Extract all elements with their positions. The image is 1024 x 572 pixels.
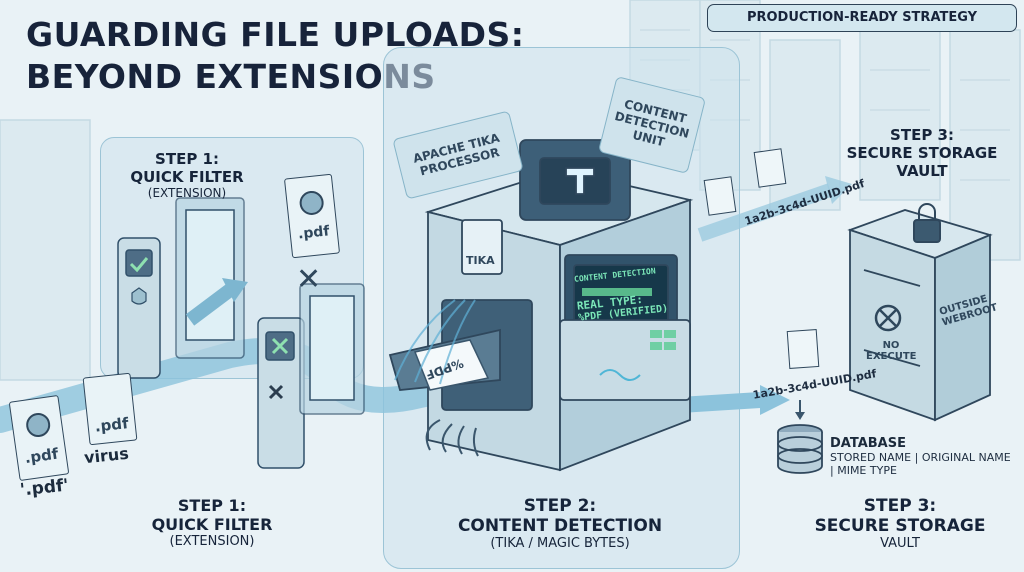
shield-icon	[131, 287, 147, 305]
lock-icon	[913, 203, 941, 243]
step1-bottom-heading: STEP 1:	[177, 496, 247, 515]
step1-bottom-label: STEP 1: QUICK FILTER (EXTENSION)	[112, 496, 312, 549]
step3-bottom-label: STEP 3: SECURE STORAGE VAULT	[800, 496, 1000, 551]
tika-screen: CONTENT DETECTION REAL TYPE: %PDF (VERIF…	[574, 265, 671, 323]
database-title: DATABASE	[830, 436, 906, 451]
step2-heading: STEP 2:	[523, 496, 597, 516]
x-icon-2	[268, 384, 284, 400]
virus-icon-2	[298, 189, 325, 217]
uuid-document-top-1	[753, 148, 787, 188]
check-icon	[129, 257, 149, 273]
step1-top-sub: (EXTENSION)	[147, 186, 227, 200]
database-line-2: | MIME TYPE	[830, 464, 897, 477]
database-icon	[777, 424, 823, 474]
database-line-1: STORED NAME | ORIGINAL NAME	[830, 451, 1011, 464]
step3-bottom-heading: STEP 3:	[863, 496, 937, 516]
title-line-2: BEYOND EXTENSIONS	[26, 57, 436, 96]
control-buttons	[650, 330, 676, 350]
step1-bottom-sub: (EXTENSION)	[169, 534, 255, 549]
apache-tika-tag-text: APACHE TIKA PROCESSOR	[411, 130, 502, 179]
uuid-document-bottom	[786, 328, 820, 370]
step2-label: STEP 2: CONTENT DETECTION (TIKA / MAGIC …	[430, 496, 690, 551]
database-info: DATABASE STORED NAME | ORIGINAL NAME | M…	[830, 436, 1020, 477]
x-icon	[271, 337, 289, 355]
screen-progress-bar	[582, 288, 652, 296]
content-detection-unit-text: CONTENT DETECTION UNIT	[613, 96, 691, 150]
doc-pdf-label-2: .pdf	[93, 414, 130, 436]
step1-top-label: STEP 1: QUICK FILTER (EXTENSION)	[112, 150, 262, 200]
vault-no-execute: NO EXECUTE	[866, 340, 917, 362]
step1-top-name: QUICK FILTER	[130, 168, 244, 186]
step3-top-heading: STEP 3:	[890, 126, 954, 144]
gate-2	[257, 283, 365, 469]
step3-top-name: SECURE STORAGE	[846, 144, 998, 162]
doc-pdf-label-1: .pdf	[23, 444, 60, 468]
step3-top-sub: VAULT	[896, 162, 948, 180]
doc-pdf-label-3: .pdf	[297, 223, 331, 243]
rejected-pdf-document: .pdf	[283, 173, 341, 259]
strategy-badge: PRODUCTION-READY STRATEGY	[707, 4, 1017, 32]
reject-x-icon: ✕	[296, 262, 322, 297]
step1-top-heading: STEP 1:	[155, 150, 219, 168]
step3-bottom-name: SECURE STORAGE	[814, 516, 986, 536]
tika-brand-label: TIKA	[466, 254, 495, 267]
no-execute-icon	[874, 304, 902, 332]
step3-top-label: STEP 3: SECURE STORAGE VAULT	[842, 126, 1002, 180]
pdf-document: .pdf	[82, 372, 138, 446]
step2-name: CONTENT DETECTION	[457, 516, 663, 536]
uuid-document-top-2	[703, 176, 737, 216]
step3-bottom-sub: VAULT	[880, 536, 920, 551]
step2-sub: (TIKA / MAGIC BYTES)	[490, 536, 630, 551]
step1-bottom-name: QUICK FILTER	[151, 515, 273, 534]
virus-icon	[24, 411, 52, 439]
